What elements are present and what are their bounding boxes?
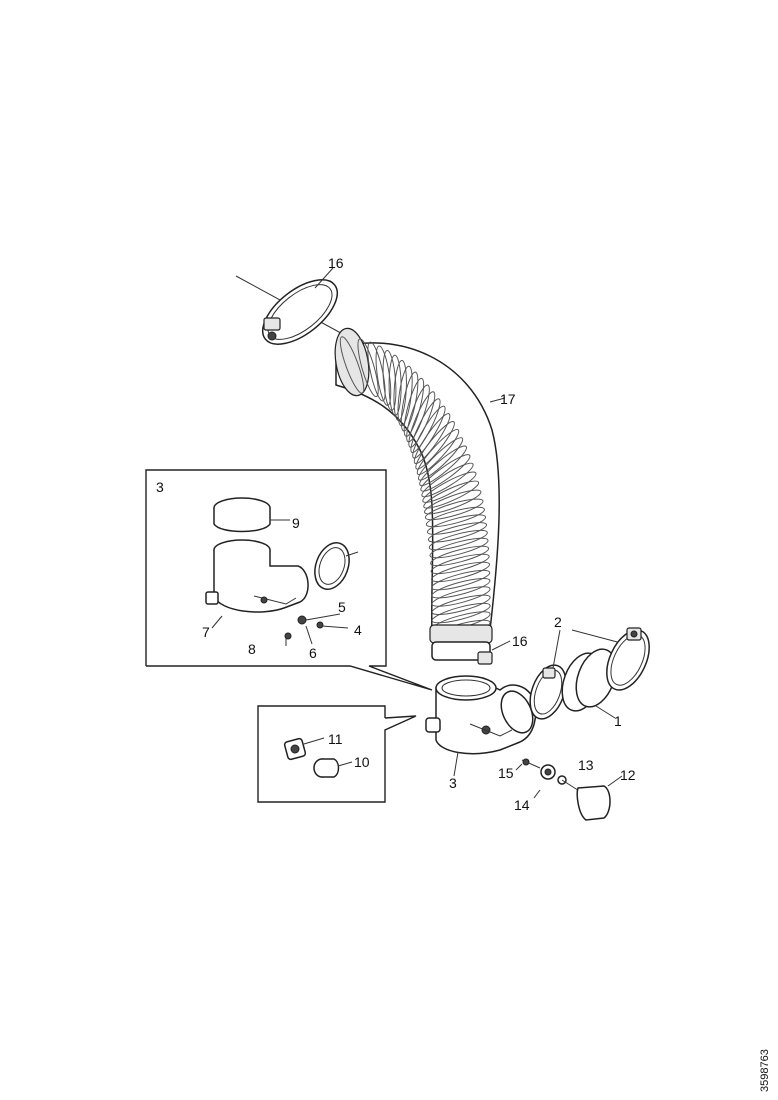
hose-rib	[367, 341, 386, 402]
callout-11: 11	[328, 731, 343, 747]
hose-clamp-top	[235, 267, 351, 345]
callout-17: 17	[500, 391, 516, 407]
callout-12: 12	[620, 767, 636, 783]
hose-rib	[408, 391, 436, 448]
hose-rib	[429, 537, 489, 559]
housing-inset	[205, 539, 309, 629]
ring-9	[213, 497, 290, 533]
fastener-parts-inset	[284, 613, 349, 646]
hose-rib	[430, 545, 490, 567]
hose-rib	[430, 561, 491, 583]
callout-1: 1	[614, 713, 622, 729]
callout-7: 7	[202, 624, 210, 640]
hose-rib	[410, 398, 441, 454]
hose-ribs	[339, 336, 491, 641]
hose-rib	[412, 405, 446, 459]
clamp-2	[529, 629, 567, 720]
callout-13: 13	[578, 757, 594, 773]
sleeve-1	[561, 648, 617, 719]
callout-9: 9	[292, 515, 300, 531]
hose-rib	[415, 421, 455, 470]
plug-10	[313, 758, 353, 778]
callout-5: 5	[338, 599, 346, 615]
callout-16-upper: 16	[328, 255, 344, 271]
fitting-group	[515, 758, 623, 821]
hose-rib	[423, 480, 480, 509]
hose-rib	[419, 445, 467, 487]
reference-number: 3598763	[759, 1049, 771, 1092]
hose-rib	[416, 428, 460, 476]
flange-inset	[314, 542, 359, 590]
hose-rib	[431, 594, 491, 615]
flexible-hose	[334, 327, 506, 661]
callout-15: 15	[498, 765, 514, 781]
callout-2: 2	[554, 614, 562, 630]
hose-rib	[357, 338, 379, 398]
hose-rib	[425, 506, 485, 528]
callout-10: 10	[354, 754, 370, 770]
hose-rib	[413, 413, 451, 465]
inset-housing-detail	[145, 469, 433, 691]
hose-rib	[427, 522, 488, 543]
hose-rib	[339, 336, 365, 394]
callout-16-lower: 16	[512, 633, 528, 649]
nut-11	[283, 737, 325, 761]
hose-rib	[426, 514, 487, 535]
hose-clamp-lower	[477, 640, 511, 665]
hose-rib	[431, 569, 491, 591]
housing-main	[425, 675, 537, 777]
inset-title: 3	[156, 479, 164, 495]
clamp-right	[571, 627, 650, 691]
hose-rib	[406, 384, 430, 443]
inset-plug-detail	[257, 705, 417, 803]
hose-rib	[428, 529, 488, 551]
callout-8: 8	[248, 641, 256, 657]
hose-rib	[431, 602, 491, 624]
callout-3: 3	[449, 775, 457, 791]
callout-14: 14	[514, 797, 530, 813]
hose-rib	[422, 471, 477, 503]
hose-rib	[430, 553, 490, 575]
hose-rib	[431, 586, 491, 607]
hose-rib	[424, 489, 482, 515]
hose-rib	[431, 578, 491, 599]
hose-rib	[420, 454, 471, 492]
hose-rib	[421, 462, 474, 498]
callout-4: 4	[354, 622, 362, 638]
callout-6: 6	[309, 645, 317, 661]
hose-rib	[424, 498, 484, 521]
hose-rib	[418, 437, 464, 481]
